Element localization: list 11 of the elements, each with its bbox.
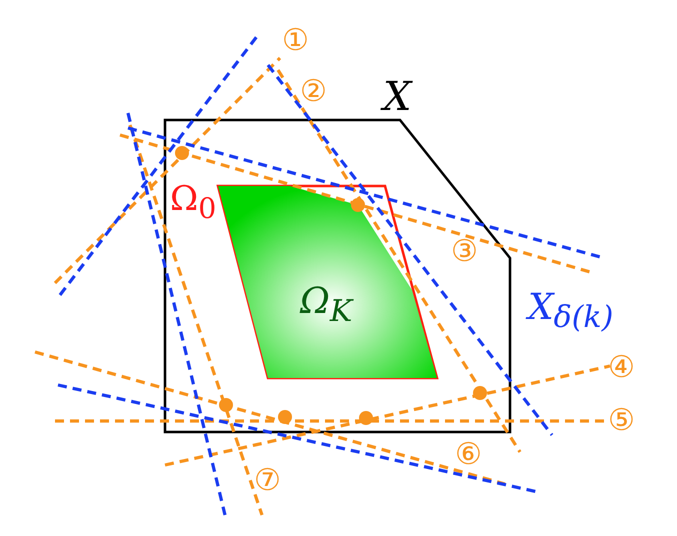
- callout-number: ⑦: [254, 466, 281, 496]
- region-label: Ω$_{K}$: [300, 284, 352, 328]
- callout-number: ①: [282, 26, 309, 56]
- callout-number: ⑥: [455, 440, 482, 470]
- set-label: Ω$_{0}$: [170, 182, 216, 224]
- callout-number: ⑤: [608, 406, 635, 436]
- set-label: X$_{δ(k)}$: [528, 290, 614, 334]
- set-label: X: [383, 77, 412, 117]
- callout-number: ④: [608, 353, 635, 383]
- callout-number: ②: [300, 77, 327, 107]
- callout-number: ③: [451, 237, 478, 267]
